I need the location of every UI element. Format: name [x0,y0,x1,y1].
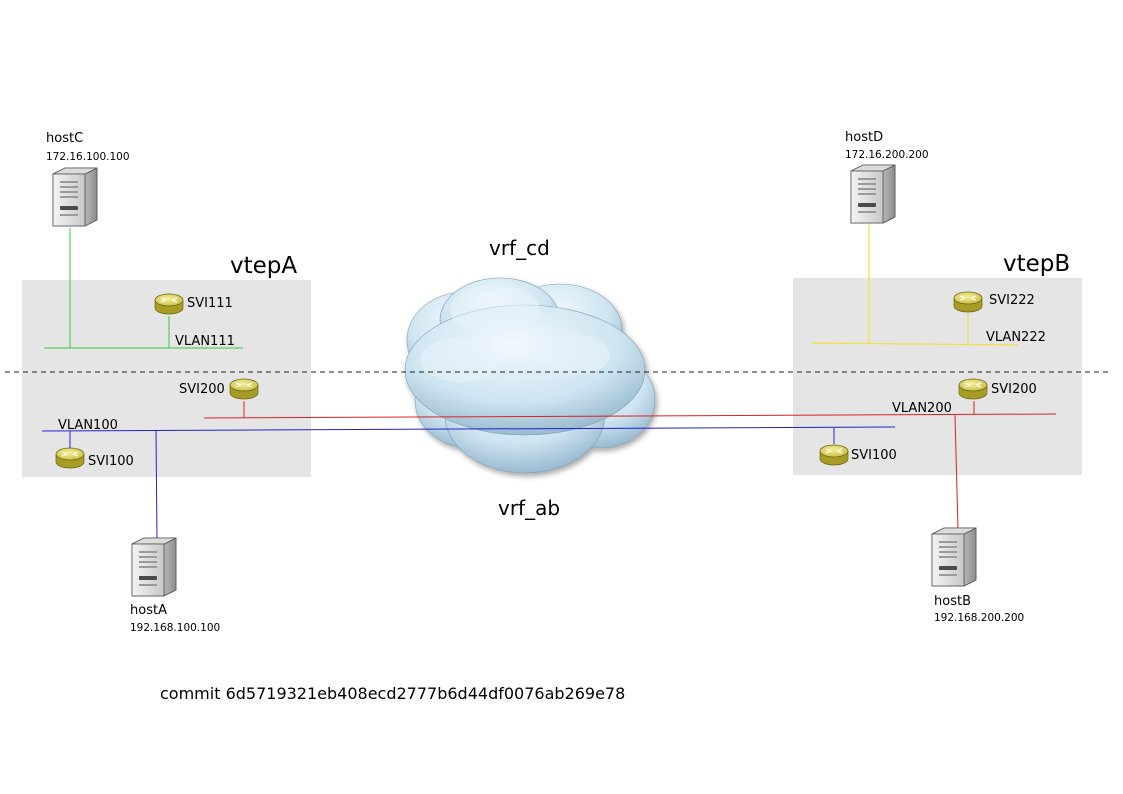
router-icon[interactable] [55,447,85,469]
svi200-b-label: SVI200 [991,382,1037,397]
hostb-ip: 192.168.200.200 [934,612,1024,624]
vrf-ab-label: vrf_ab [498,496,560,520]
vtep-a-title: vtepA [230,253,297,279]
hostd-name: hostD [845,130,883,145]
cloud-icon [404,277,656,474]
hostb-name: hostB [934,594,971,609]
router-icon[interactable] [958,378,988,400]
server-icon[interactable] [131,537,177,597]
vlan222-label: VLAN222 [986,330,1046,345]
hosta-name: hostA [130,603,167,618]
svi100-a-label: SVI100 [88,454,134,469]
vlan100-label: VLAN100 [58,418,118,433]
server-icon[interactable] [931,527,977,587]
svi100-b-label: SVI100 [851,448,897,463]
hosta-ip: 192.168.100.100 [130,622,220,634]
hostc-name: hostC [46,131,83,146]
vlan100-segment [41,426,896,432]
hosta-link [155,430,158,541]
svi111-label: SVI111 [187,296,233,311]
router-icon[interactable] [819,444,849,466]
vrf-cd-label: vrf_cd [489,236,550,260]
vlan111-label: VLAN111 [175,334,235,349]
hostc-ip: 172.16.100.100 [46,151,130,163]
vlan222-segment [811,342,1019,346]
svi222-label: SVI222 [989,293,1035,308]
hostd-ip: 172.16.200.200 [845,149,929,161]
server-icon[interactable] [850,164,896,224]
vlan200-label: VLAN200 [892,401,952,416]
server-icon[interactable] [52,167,98,227]
router-icon[interactable] [154,293,184,315]
vtep-b-box [793,278,1082,475]
vtep-b-title: vtepB [1003,251,1070,277]
router-icon[interactable] [229,378,259,400]
commit-hash: commit 6d5719321eb408ecd2777b6d44df0076a… [160,684,625,703]
vlan200-segment [203,413,1057,419]
hostb-link [954,414,959,531]
svi200-a-label: SVI200 [179,382,225,397]
router-icon[interactable] [953,291,983,313]
